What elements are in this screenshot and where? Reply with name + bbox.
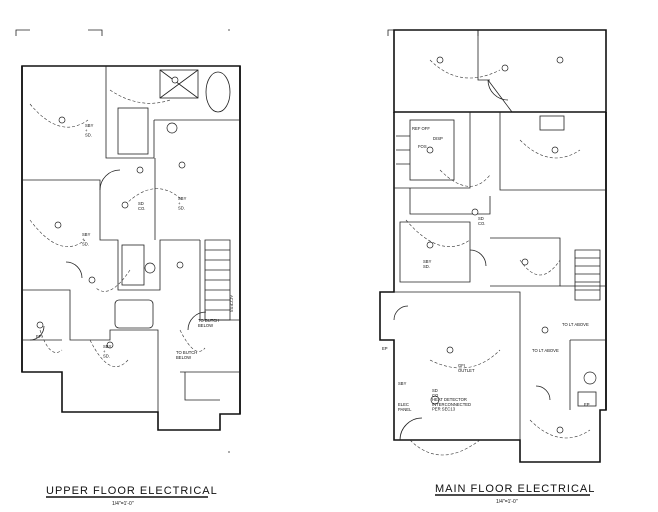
toilet bbox=[583, 371, 597, 385]
upper-floor-title: UPPER FLOOR ELECTRICAL bbox=[46, 485, 218, 497]
smoke-detector-label: SBY+SD. bbox=[85, 123, 94, 138]
stair bbox=[204, 239, 231, 321]
disposal-note: DISP bbox=[433, 136, 443, 141]
light-fixtures bbox=[426, 56, 564, 434]
shower bbox=[159, 69, 199, 99]
smoke-detector-label: SBY+SD. bbox=[82, 232, 91, 247]
smoke-detector-label: SBY+SD. bbox=[178, 196, 187, 211]
exhaust-label: EP. bbox=[36, 334, 42, 339]
light-above-note: TO LT ABOVE bbox=[532, 348, 559, 353]
smoke-detector-label: SBY+SD. bbox=[103, 344, 112, 359]
sby-note: SBY bbox=[398, 381, 407, 386]
bathtub bbox=[114, 299, 154, 329]
toilet bbox=[166, 122, 178, 134]
access-note: ACCESS bbox=[229, 295, 234, 312]
tub-oval bbox=[205, 71, 231, 113]
light-above-note: TO LT ABOVE bbox=[562, 322, 589, 327]
fos-note: FOS bbox=[418, 144, 427, 149]
upper-floor-scale: 1/4"=1'-0" bbox=[112, 501, 134, 507]
fireplace bbox=[539, 115, 565, 131]
vanity bbox=[121, 244, 145, 286]
fridge-note: REF OFF bbox=[412, 126, 430, 131]
light-fixtures bbox=[36, 76, 186, 349]
main-floor-scale: 1/4"=1'-0" bbox=[496, 499, 518, 505]
stair bbox=[574, 249, 601, 301]
toilet bbox=[144, 262, 156, 274]
exhaust-label: EP bbox=[584, 402, 590, 407]
vanity bbox=[577, 391, 597, 407]
main-floor-title: MAIN FLOOR ELECTRICAL bbox=[435, 483, 595, 495]
exhaust-label: EP bbox=[382, 346, 388, 351]
vanity bbox=[117, 107, 149, 155]
